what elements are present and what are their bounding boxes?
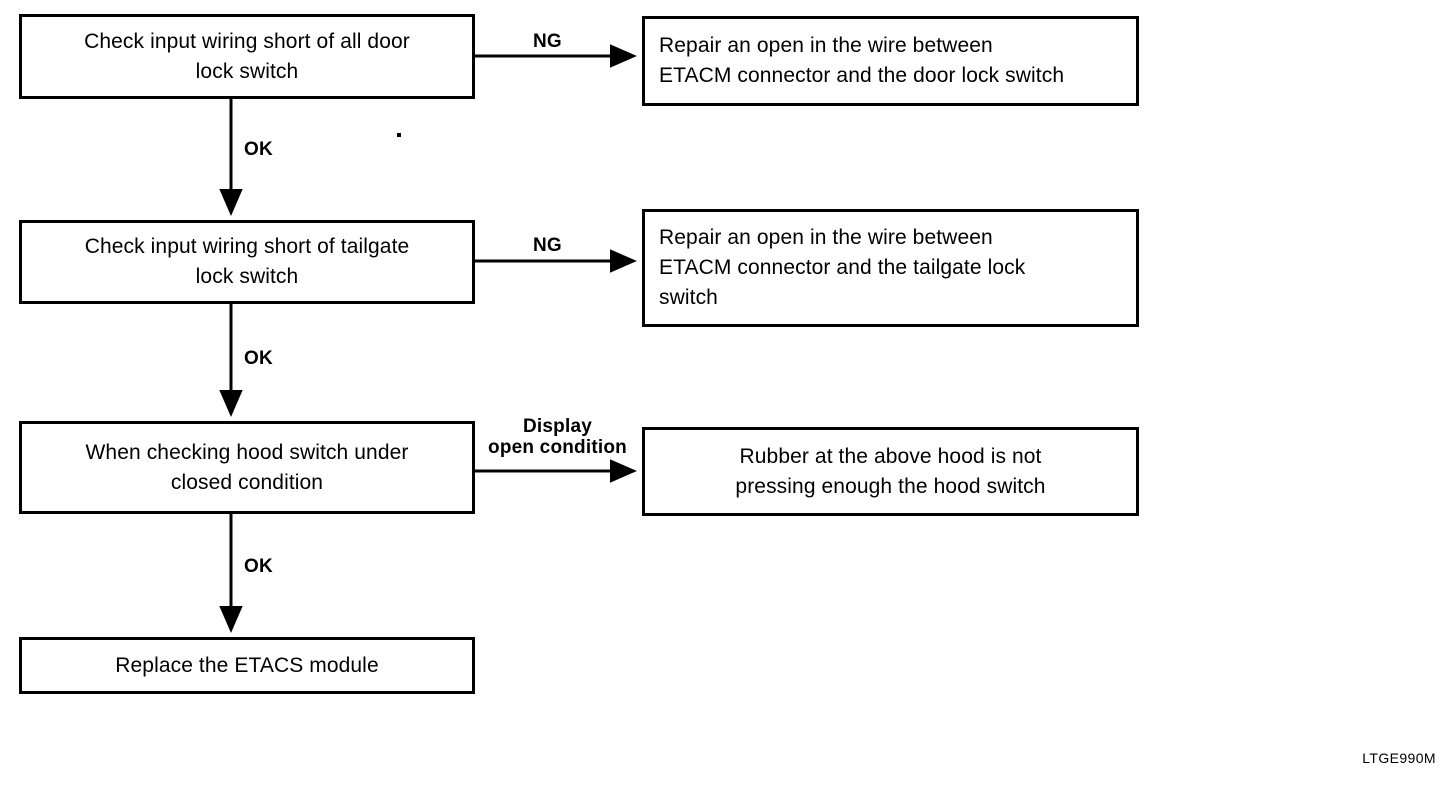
node-rubber-hood[interactable]: Rubber at the above hood is not pressing…: [642, 427, 1139, 516]
node-repair-tailgate-lock-label: Repair an open in the wire between ETACM…: [659, 226, 1026, 309]
node-check-tailgate-lock[interactable]: Check input wiring short of tailgate loc…: [19, 220, 475, 304]
edge-label-display-open-condition: Display open condition: [488, 416, 627, 459]
node-check-hood-switch[interactable]: When checking hood switch under closed c…: [19, 421, 475, 514]
node-check-hood-switch-label: When checking hood switch under closed c…: [85, 440, 409, 494]
figure-code: LTGE990M: [1362, 750, 1436, 766]
node-check-door-lock[interactable]: Check input wiring short of all door loc…: [19, 14, 475, 99]
edge-label-ok-3: OK: [244, 556, 273, 577]
node-repair-door-lock-label: Repair an open in the wire between ETACM…: [659, 34, 1065, 87]
node-check-door-lock-label: Check input wiring short of all door loc…: [84, 29, 410, 83]
node-repair-tailgate-lock[interactable]: Repair an open in the wire between ETACM…: [642, 209, 1139, 327]
node-replace-etacs-label: Replace the ETACS module: [115, 653, 379, 677]
edge-label-ng-1: NG: [533, 31, 562, 52]
scan-artifact-speck: [397, 133, 401, 137]
node-rubber-hood-label: Rubber at the above hood is not pressing…: [735, 444, 1046, 498]
node-replace-etacs[interactable]: Replace the ETACS module: [19, 637, 475, 694]
edge-label-ok-1: OK: [244, 139, 273, 160]
edge-label-ok-2: OK: [244, 348, 273, 369]
node-check-tailgate-lock-label: Check input wiring short of tailgate loc…: [84, 235, 410, 288]
edge-label-ng-2: NG: [533, 235, 562, 256]
node-repair-door-lock[interactable]: Repair an open in the wire between ETACM…: [642, 16, 1139, 106]
